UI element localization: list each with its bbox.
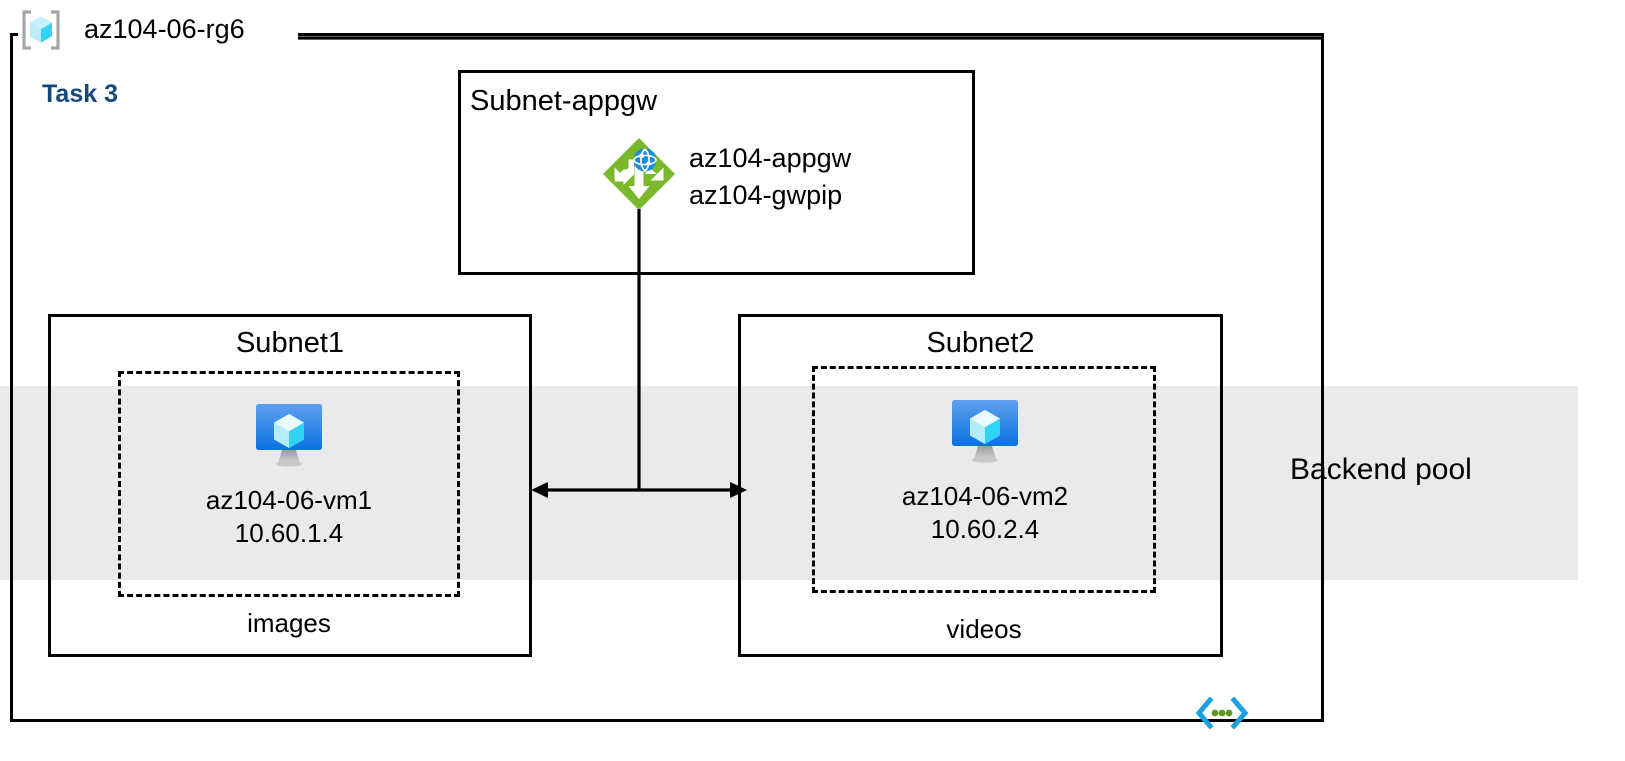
application-gateway-node[interactable]: az104-appgw az104-gwpip xyxy=(601,136,851,214)
resource-group-title-mask xyxy=(18,20,298,54)
application-gateway-icon xyxy=(601,136,677,212)
vm1-node[interactable]: az104-06-vm1 10.60.1.4 xyxy=(160,400,418,550)
subnet1-dashed-group xyxy=(118,371,460,597)
vm2-node[interactable]: az104-06-vm2 10.60.2.4 xyxy=(856,396,1114,546)
virtual-machine-icon xyxy=(952,400,1018,463)
task-label: Task 3 xyxy=(42,80,118,108)
subnet2-caption: videos xyxy=(946,614,1022,644)
subnet-appgw-title: Subnet-appgw xyxy=(470,85,658,117)
subnet-appgw-container xyxy=(458,70,975,275)
backend-pool-label: Backend pool xyxy=(1290,453,1472,486)
virtual-machine-icon xyxy=(256,404,322,467)
subnet2-dashed-group xyxy=(812,366,1156,593)
subnet1-container xyxy=(48,314,532,657)
resource-group-title: az104-06-rg6 xyxy=(84,14,245,44)
subnet2-title: Subnet2 xyxy=(926,327,1035,359)
appgw-name-label: az104-appgw xyxy=(689,143,852,173)
vm1-ip-label: 10.60.1.4 xyxy=(234,518,344,548)
gwpip-name-label: az104-gwpip xyxy=(689,180,843,210)
subnet1-caption: images xyxy=(247,608,331,638)
subnet1-title: Subnet1 xyxy=(235,327,345,359)
vm2-ip-label: 10.60.2.4 xyxy=(930,514,1040,544)
vm1-name-label: az104-06-vm1 xyxy=(205,485,373,515)
resource-group-container xyxy=(10,33,1324,722)
vm2-name-label: az104-06-vm2 xyxy=(901,481,1069,511)
virtual-network-icon xyxy=(1195,696,1249,730)
resource-group-icon xyxy=(18,7,64,53)
